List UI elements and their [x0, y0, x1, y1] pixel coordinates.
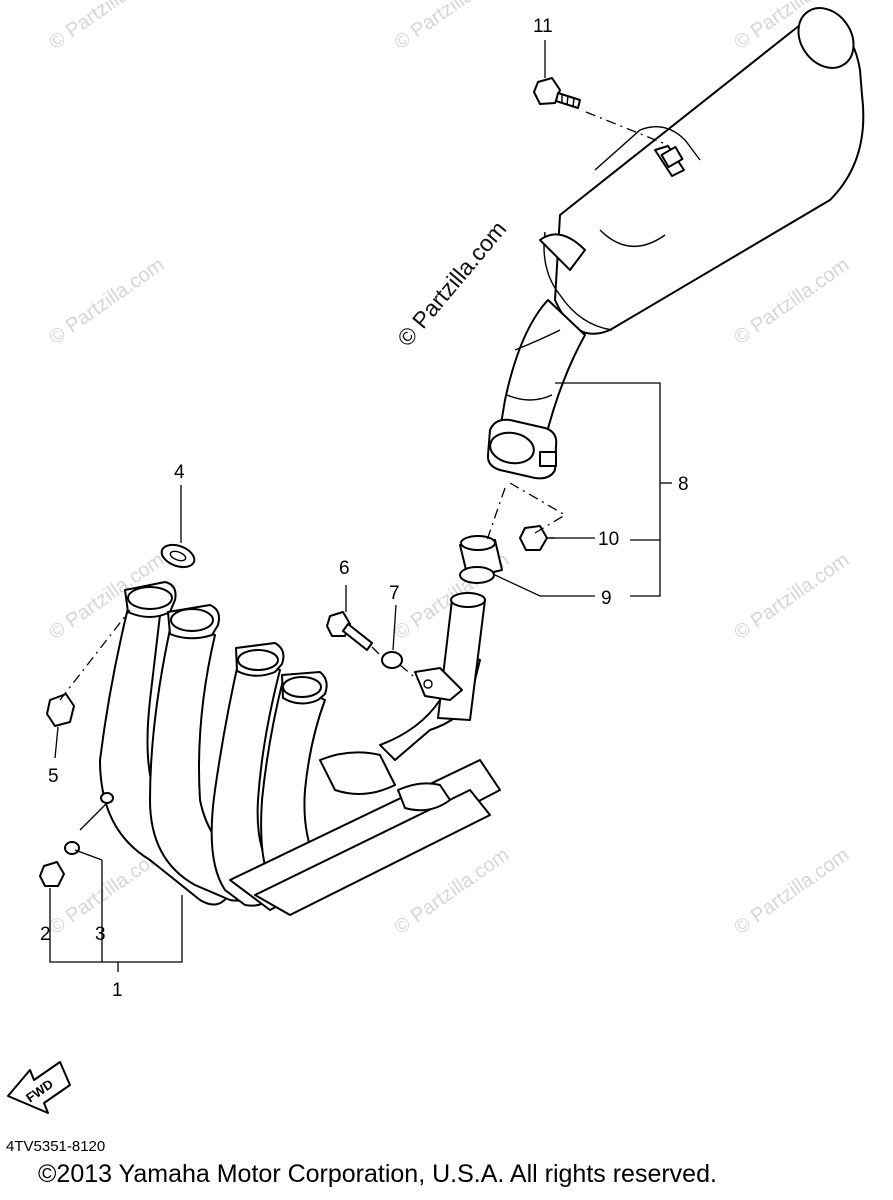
bolt-part-6: [326, 611, 373, 651]
washer-part-7: [381, 651, 403, 669]
callout-2: 2: [40, 924, 51, 945]
callout-6: 6: [339, 558, 350, 579]
bolt-part-11: [533, 77, 581, 109]
washer-part-3: [64, 792, 114, 855]
diagram-code: 4TV5351-8120: [6, 1138, 106, 1155]
callout-7: 7: [389, 583, 400, 604]
alignment-lines: [59, 111, 669, 701]
callout-8: 8: [678, 474, 689, 495]
callout-10: 10: [598, 529, 619, 550]
callout-labels: 1 2 3 4 5 6 7 8 9 10 11: [40, 16, 689, 1001]
fwd-arrow-icon: FWD: [7, 1061, 71, 1114]
watermark: © Partzilla.com: [730, 254, 853, 349]
callout-4: 4: [174, 462, 185, 483]
muffler-link-pipe: [486, 299, 586, 480]
callout-3: 3: [95, 924, 106, 945]
callout-5: 5: [48, 766, 59, 787]
callout-1: 1: [112, 980, 123, 1001]
gasket-part-4: [160, 543, 196, 569]
watermark: © Partzilla.com: [45, 254, 168, 349]
bolt-part-2: [39, 861, 65, 887]
gasket-part-9: [459, 535, 503, 584]
leader-lines: [49, 40, 672, 972]
header-flanges: [124, 581, 328, 705]
exhaust-header-pipes: [99, 592, 501, 916]
watermark: © Partzilla.com: [730, 844, 853, 939]
nut-part-5: [46, 693, 75, 727]
watermark: © Partzilla.com: [390, 844, 513, 939]
watermark: © Partzilla.com: [390, 0, 513, 54]
callout-11: 11: [533, 16, 553, 37]
copyright-notice: ©2013 Yamaha Motor Corporation, U.S.A. A…: [38, 1160, 717, 1188]
bolt-part-10: [519, 525, 555, 551]
watermark: © Partzilla.com: [730, 549, 853, 644]
watermark-center: © Partzilla.com: [392, 216, 512, 351]
callout-9: 9: [601, 588, 612, 609]
watermark: © Partzilla.com: [45, 0, 168, 54]
